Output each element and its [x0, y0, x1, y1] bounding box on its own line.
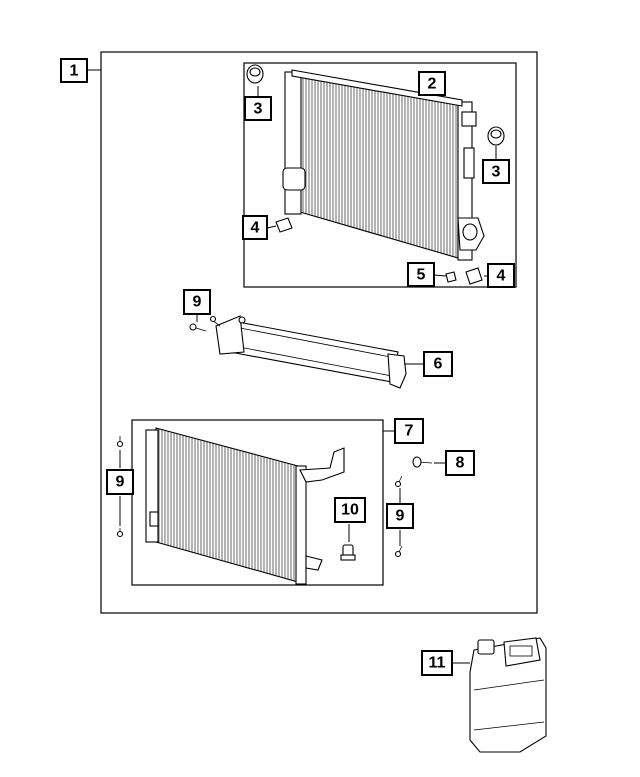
- callout-4-left: 4: [242, 215, 268, 240]
- bolt-condenser-right-top: [394, 475, 403, 488]
- radiator: [282, 69, 485, 261]
- callout-10: 10: [334, 497, 366, 523]
- callout-9-right: 9: [386, 503, 414, 529]
- ac-condenser: [145, 427, 345, 585]
- callout-5: 5: [407, 262, 435, 287]
- upper-isolator-right: [487, 126, 505, 146]
- callout-6: 6: [423, 351, 453, 377]
- callout-9-left-label: 9: [116, 474, 125, 491]
- bolt-condenser-left-bottom: [116, 528, 124, 538]
- callout-2: 2: [418, 71, 446, 96]
- callout-5-label: 5: [417, 267, 426, 284]
- callout-11: 11: [421, 650, 453, 676]
- radiator-group-frame: [243, 62, 517, 288]
- bolt-condenser-left-top: [116, 436, 124, 448]
- lower-isolator-right: [465, 267, 483, 285]
- callout-2-label: 2: [428, 76, 437, 93]
- callout-9-right-label: 9: [396, 508, 405, 525]
- callout-7: 7: [394, 418, 424, 444]
- callout-8: 8: [445, 450, 475, 476]
- callout-9-top: 9: [183, 289, 211, 315]
- callout-6-label: 6: [434, 356, 443, 373]
- callout-9-left: 9: [106, 469, 134, 495]
- callout-3-left-label: 3: [254, 101, 263, 118]
- bolt-cooler-1: [189, 323, 207, 332]
- callout-9-top-label: 9: [193, 294, 202, 311]
- lower-isolator-left: [275, 217, 293, 233]
- callout-7-label: 7: [405, 423, 414, 440]
- callout-3-right-label: 3: [492, 164, 501, 181]
- callout-10-label: 10: [341, 502, 359, 519]
- callout-1: 1: [60, 58, 88, 83]
- condenser-group-frame: [131, 419, 384, 586]
- upper-isolator-left: [246, 64, 264, 84]
- callout-8-label: 8: [456, 455, 465, 472]
- leader-lines: [87, 69, 497, 664]
- callout-3-left: 3: [244, 96, 272, 121]
- transmission-oil-cooler: [215, 315, 407, 389]
- assembly-frame: [100, 51, 538, 614]
- drain-plug: [445, 271, 457, 283]
- condenser-valve: [340, 544, 356, 561]
- callout-1-label: 1: [70, 63, 79, 80]
- bolt-cooler-2: [209, 315, 221, 327]
- callout-4-right: 4: [487, 263, 515, 288]
- callout-4-left-label: 4: [251, 220, 260, 237]
- bolt-condenser-right-bottom: [394, 545, 403, 558]
- callout-11-label: 11: [429, 655, 446, 672]
- callout-4-right-label: 4: [497, 268, 506, 285]
- condenser-bolt: [412, 456, 433, 468]
- coolant-jug: [469, 637, 547, 753]
- callout-3-right: 3: [482, 159, 510, 184]
